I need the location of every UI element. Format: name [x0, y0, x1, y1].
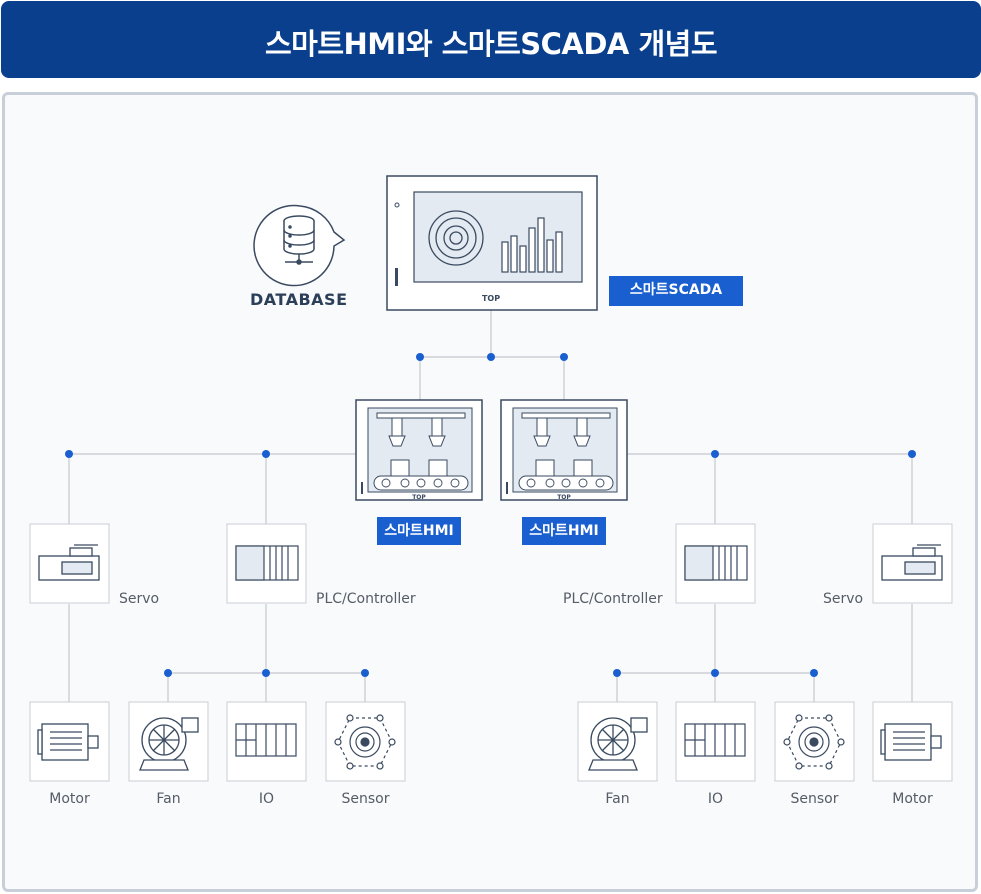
fan-left-label: Fan: [156, 791, 181, 807]
io-left-icon: [235, 723, 297, 757]
plc-right-label: PLC/Controller: [563, 591, 663, 607]
plc-right-icon: [684, 545, 748, 581]
hmi-left-badge: 스마트HMI: [377, 517, 461, 545]
sensor-left-icon: [334, 714, 396, 770]
connection-lines: [68, 310, 913, 702]
fan-right-icon: [588, 717, 648, 771]
hmi-right-logo: TOP: [557, 494, 571, 501]
scada-logo: TOP: [482, 294, 500, 303]
plc-left-label: PLC/Controller: [316, 591, 416, 607]
scada-badge: 스마트SCADA: [609, 276, 743, 306]
servo-right-label: Servo: [823, 591, 864, 607]
page-title: 스마트HMI와 스마트SCADA 개념도: [264, 27, 718, 61]
servo-left-label: Servo: [119, 591, 160, 607]
sensor-right-icon: [783, 714, 845, 770]
title-banner: 스마트HMI와 스마트SCADA 개념도: [1, 1, 981, 78]
motor-left-label: Motor: [49, 791, 90, 807]
sensor-left-label: Sensor: [341, 791, 390, 807]
hmi-right-badge: 스마트HMI: [522, 517, 606, 545]
scada-monitor-icon: TOP: [386, 175, 598, 311]
io-right-label: IO: [707, 791, 724, 807]
motor-left-icon: [37, 723, 99, 761]
fan-left-icon: [139, 717, 199, 771]
database-label: DATABASE: [250, 290, 348, 309]
motor-right-icon: [880, 723, 942, 761]
connection-nodes: [65, 353, 916, 677]
hmi-left-logo: TOP: [412, 494, 426, 501]
sensor-right-label: Sensor: [790, 791, 839, 807]
plc-left-icon: [235, 545, 299, 581]
hmi-panel-right-icon: TOP: [500, 399, 628, 501]
fan-right-label: Fan: [605, 791, 630, 807]
io-left-label: IO: [258, 791, 275, 807]
io-right-icon: [684, 723, 746, 757]
servo-right-icon: [881, 544, 943, 581]
servo-left-icon: [38, 544, 100, 581]
hmi-panel-left-icon: TOP: [355, 399, 483, 501]
database-icon: [253, 204, 346, 287]
motor-right-label: Motor: [892, 791, 933, 807]
